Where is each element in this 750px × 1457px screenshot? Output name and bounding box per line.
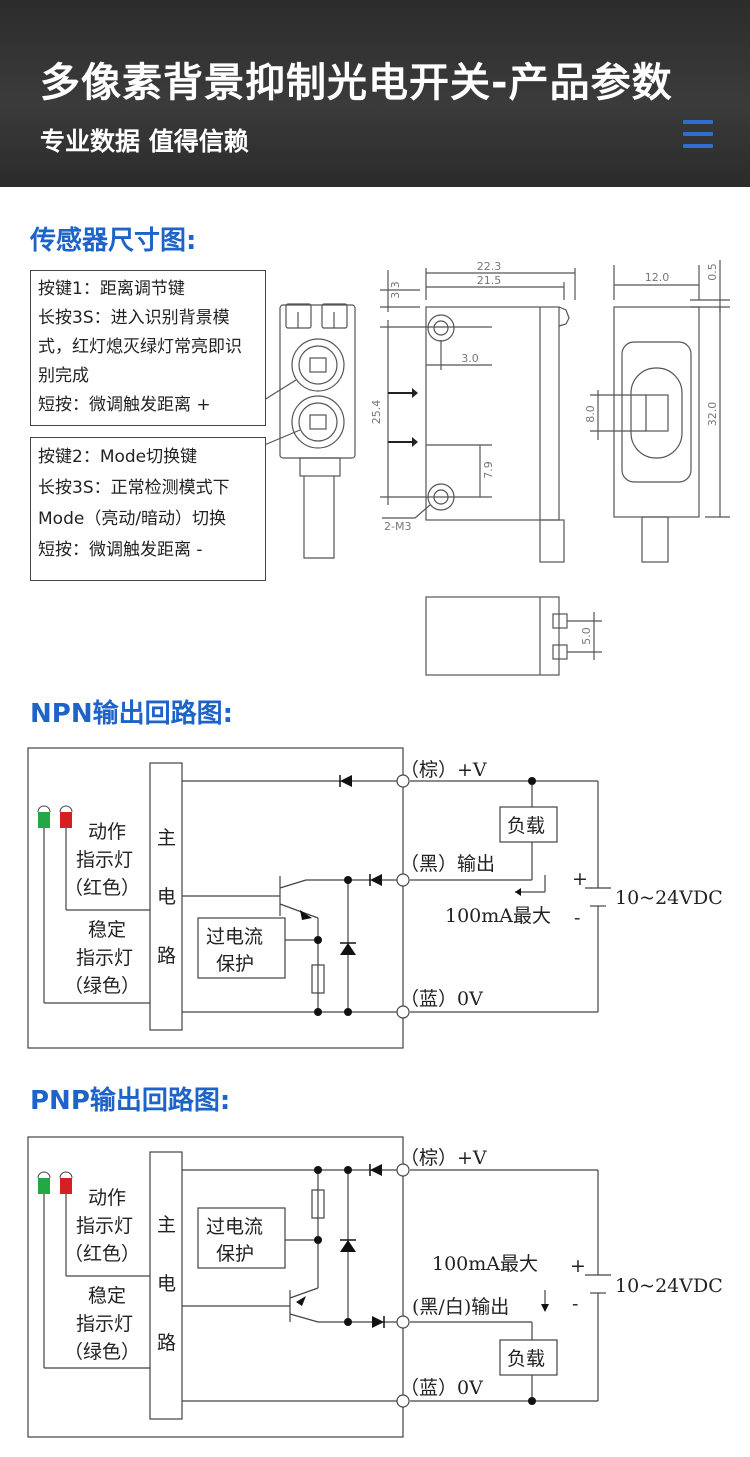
dim-3-3: 3.3 [389,281,402,299]
npn-label-output: （黑）输出 [400,853,495,875]
page-subtitle: 专业数据 值得信赖 [40,127,249,156]
npn-label-main: 主 [157,827,176,849]
key2-line: 短按：微调触发距离 - [38,540,203,560]
pnp-label-stab: （绿色） [64,1341,140,1363]
pnp-label-protect: 保护 [216,1243,254,1265]
pnp-heading: PNP输出回路图: [30,1086,231,1116]
pnp-label-zero-v: （蓝）0V [400,1377,483,1399]
key2-line: 按键2：Mode切换键 [38,447,198,467]
hamburger-menu-icon[interactable] [683,120,713,154]
npn-label-protect: 保护 [216,953,254,975]
pnp-label-stab: 稳定 [88,1285,126,1307]
key2-line: 长按3S：正常检测模式下 [38,478,230,498]
pnp-label-plus-v: （棕）+V [400,1147,487,1169]
dim-32-0: 32.0 [706,402,719,427]
key2-note: 按键2：Mode切换键 长按3S：正常检测模式下 Mode（亮动/暗动）切换 短… [30,437,266,581]
npn-label-act: （红色） [64,877,140,899]
dim-21-5: 21.5 [477,274,502,287]
sensor-front-view [279,303,356,559]
npn-label-protect: 过电流 [206,926,263,948]
pnp-label-max: 100mA最大 [432,1253,538,1275]
dim-0-5: 0.5 [706,263,719,281]
npn-label-plus-v: （棕）+V [400,759,487,781]
pnp-label-output: (黑/白)输出 [412,1296,509,1318]
dim-screw: 2-M3 [384,520,411,533]
key1-line: 短按：微调触发距离 + [38,395,211,415]
pnp-label-act: 指示灯 [76,1215,133,1237]
npn-label-main: 电 [157,886,176,908]
npn-label-max: 100mA最大 [445,905,551,927]
dim-8-0: 8.0 [584,405,597,423]
key1-note: 按键1：距离调节键 长按3S：进入识别背景模 式，红灯熄灭绿灯常亮即识 别完成 … [30,270,266,426]
npn-label-main: 路 [157,945,176,967]
pnp-label-main: 电 [157,1273,176,1295]
dim-25-4: 25.4 [370,400,383,425]
pnp-label-supply: 10~24VDC [615,1275,723,1297]
npn-label-act: 指示灯 [76,849,133,871]
npn-heading: NPN输出回路图: [30,699,233,729]
npn-led-icons [37,805,73,828]
npn-label-stab: 指示灯 [76,947,133,969]
npn-label-supply: 10~24VDC [615,887,723,909]
pnp-label-act: （红色） [64,1243,140,1265]
header-banner: 多像素背景抑制光电开关-产品参数 专业数据 值得信赖 [0,0,750,187]
page-title: 多像素背景抑制光电开关-产品参数 [40,60,673,106]
pnp-label-plus: + [570,1255,586,1277]
dim-5-0: 5.0 [580,627,593,645]
pnp-label-main: 路 [157,1332,176,1354]
pnp-label-main: 主 [157,1214,176,1236]
dim-7-9: 7.9 [482,461,495,479]
sensor-side-view [380,268,576,563]
sensor-bottom-view [425,596,602,676]
dim-22-3: 22.3 [477,260,502,273]
key1-line: 长按3S：进入识别背景模 [38,308,230,328]
key2-line: Mode（亮动/暗动）切换 [38,509,227,529]
dim-12-0: 12.0 [645,271,670,284]
pnp-label-load: 负载 [507,1348,545,1370]
dimension-heading: 传感器尺寸图: [30,226,197,256]
key1-line: 别完成 [38,366,89,386]
npn-label-stab: 稳定 [88,919,126,941]
pnp-label-stab: 指示灯 [76,1313,133,1335]
pnp-label-act: 动作 [88,1187,126,1209]
dim-3-0: 3.0 [461,352,479,365]
key1-line: 按键1：距离调节键 [38,279,185,299]
pnp-label-minus: - [572,1293,578,1315]
npn-label-plus: + [572,868,588,890]
pnp-label-protect: 过电流 [206,1216,263,1238]
sensor-right-view [590,260,730,563]
npn-label-stab: （绿色） [64,975,140,997]
npn-label-load: 负载 [507,815,545,837]
pnp-led-icons [37,1171,73,1194]
npn-label-act: 动作 [88,821,126,843]
key1-line: 式，红灯熄灭绿灯常亮即识 [38,337,242,357]
npn-label-zero-v: （蓝）0V [400,988,483,1010]
npn-label-minus: - [574,907,580,929]
